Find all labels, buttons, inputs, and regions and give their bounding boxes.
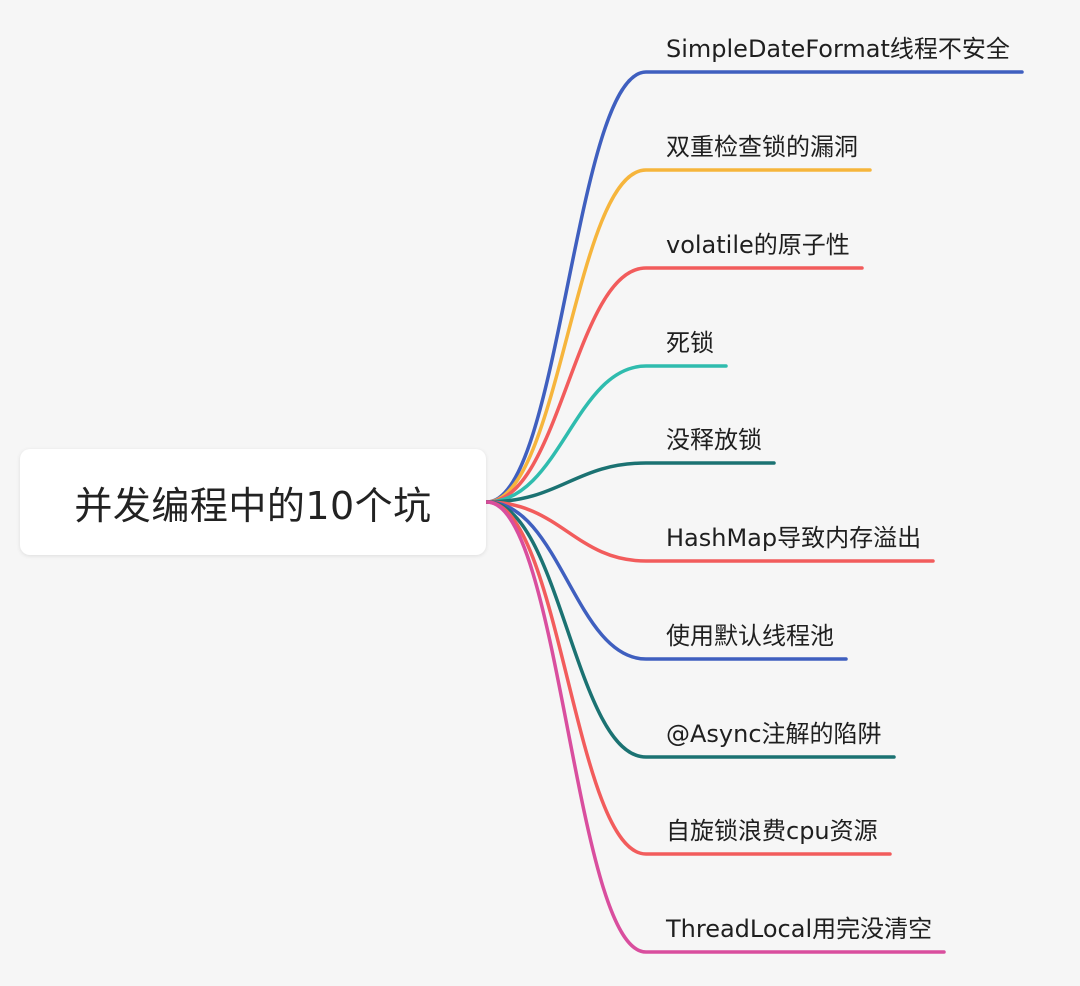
branch-connector-8 — [485, 500, 896, 759]
branch-label-4[interactable]: 死锁 — [666, 329, 714, 357]
branch-connector-7 — [485, 500, 848, 661]
root-node[interactable]: 并发编程中的10个坑 — [20, 449, 486, 555]
branch-label-7[interactable]: 使用默认线程池 — [666, 622, 834, 650]
branch-connector-2 — [485, 168, 872, 504]
branch-label-6[interactable]: HashMap导致内存溢出 — [666, 524, 922, 552]
branch-label-9[interactable]: 自旋锁浪费cpu资源 — [666, 817, 878, 845]
branch-label-5[interactable]: 没释放锁 — [666, 426, 762, 454]
branch-label-3[interactable]: volatile的原子性 — [666, 231, 850, 259]
branch-connector-4 — [485, 364, 728, 504]
branch-connector-9 — [485, 500, 892, 856]
branch-connector-6 — [485, 500, 935, 563]
branch-label-10[interactable]: ThreadLocal用完没清空 — [666, 915, 933, 943]
branch-connector-3 — [485, 266, 864, 504]
branch-connector-1 — [485, 70, 1024, 504]
root-title: 并发编程中的10个坑 — [74, 483, 432, 528]
branch-connector-10 — [485, 500, 946, 954]
branch-label-8[interactable]: @Async注解的陷阱 — [666, 720, 882, 748]
branch-label-2[interactable]: 双重检查锁的漏洞 — [666, 133, 858, 161]
branch-connector-5 — [485, 461, 776, 504]
branch-label-1[interactable]: SimpleDateFormat线程不安全 — [666, 35, 1010, 63]
